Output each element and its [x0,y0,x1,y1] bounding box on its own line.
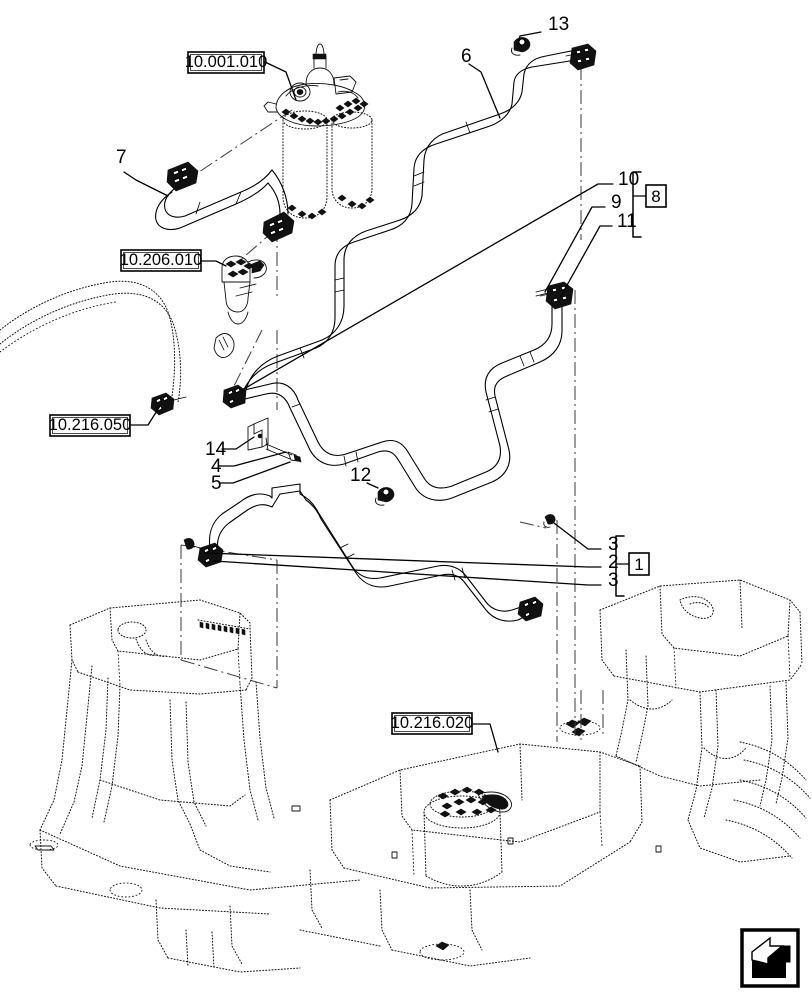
center-axis-lines [180,66,604,742]
tank-mount-bolts [559,717,601,737]
group-bracket-8: 8 [632,171,667,238]
page-orientation-marker [740,928,800,988]
callout-4: 4 [211,456,222,477]
callout-5: 5 [211,473,222,494]
fuel-line-8-left-connector [222,384,247,409]
ref-10-001-010[interactable]: 10.001.010 [185,51,268,74]
group-8-text: 8 [651,187,660,206]
callout-numbers: 13 6 7 10 9 11 14 4 5 12 3 2 3 [116,14,639,591]
callout-13: 13 [548,14,569,35]
fuel-line-1-right-connector [517,596,544,622]
hose-clamp-7-left [166,161,199,192]
reference-label-boxes: 10.001.010 10.206.010 10.216.050 10.216.… [49,51,474,735]
bracket-screw-nut-assembly [247,417,302,463]
callout-3a: 3 [608,534,619,555]
callout-10: 10 [618,169,639,190]
fuel-hose-7 [155,161,295,243]
machine-chassis-phantom [29,579,811,973]
fuel-line-8-connector [535,281,574,310]
ref-10-001-010-text: 10.001.010 [185,53,268,71]
ref-10-216-050[interactable]: 10.216.050 [49,414,132,437]
callout-2: 2 [608,552,619,573]
group-8-box[interactable] [645,184,667,208]
ref-10-216-020-text: 10.216.020 [391,714,474,732]
retaining-clip-13 [511,37,531,56]
callout-7: 7 [116,147,127,168]
group-1-box[interactable] [628,552,650,576]
fuel-line-6-connector [565,43,597,71]
ref-10-216-020[interactable]: 10.216.020 [391,712,474,735]
callout-9: 9 [611,192,622,213]
retaining-clip-12 [375,487,395,506]
group-bracket-1: 1 [615,535,650,597]
callout-12: 12 [350,465,371,486]
leader-lines [123,31,614,753]
bent-arrow-icon [751,936,791,978]
ref-10-206-010[interactable]: 10.206.010 [120,249,203,272]
tank-line-10-216-050 [0,280,235,416]
callout-6: 6 [461,46,472,67]
injection-pump-10-206-010 [221,255,267,325]
ref-10-216-050-text: 10.216.050 [49,416,132,434]
ref-10-206-010-text: 10.206.010 [120,251,203,269]
fuel-line-lower-1 [183,483,544,622]
hose-clamp-7-right [262,211,295,243]
callout-11: 11 [617,211,637,232]
group-1-text: 1 [634,555,643,574]
fuel-line-middle-8 [222,281,574,501]
callout-3b: 3 [608,570,619,591]
callout-14: 14 [205,439,227,460]
retaining-clip-3-upper [543,514,556,528]
hose-joint-mid [213,333,235,359]
fuel-filter-assembly [263,43,375,220]
